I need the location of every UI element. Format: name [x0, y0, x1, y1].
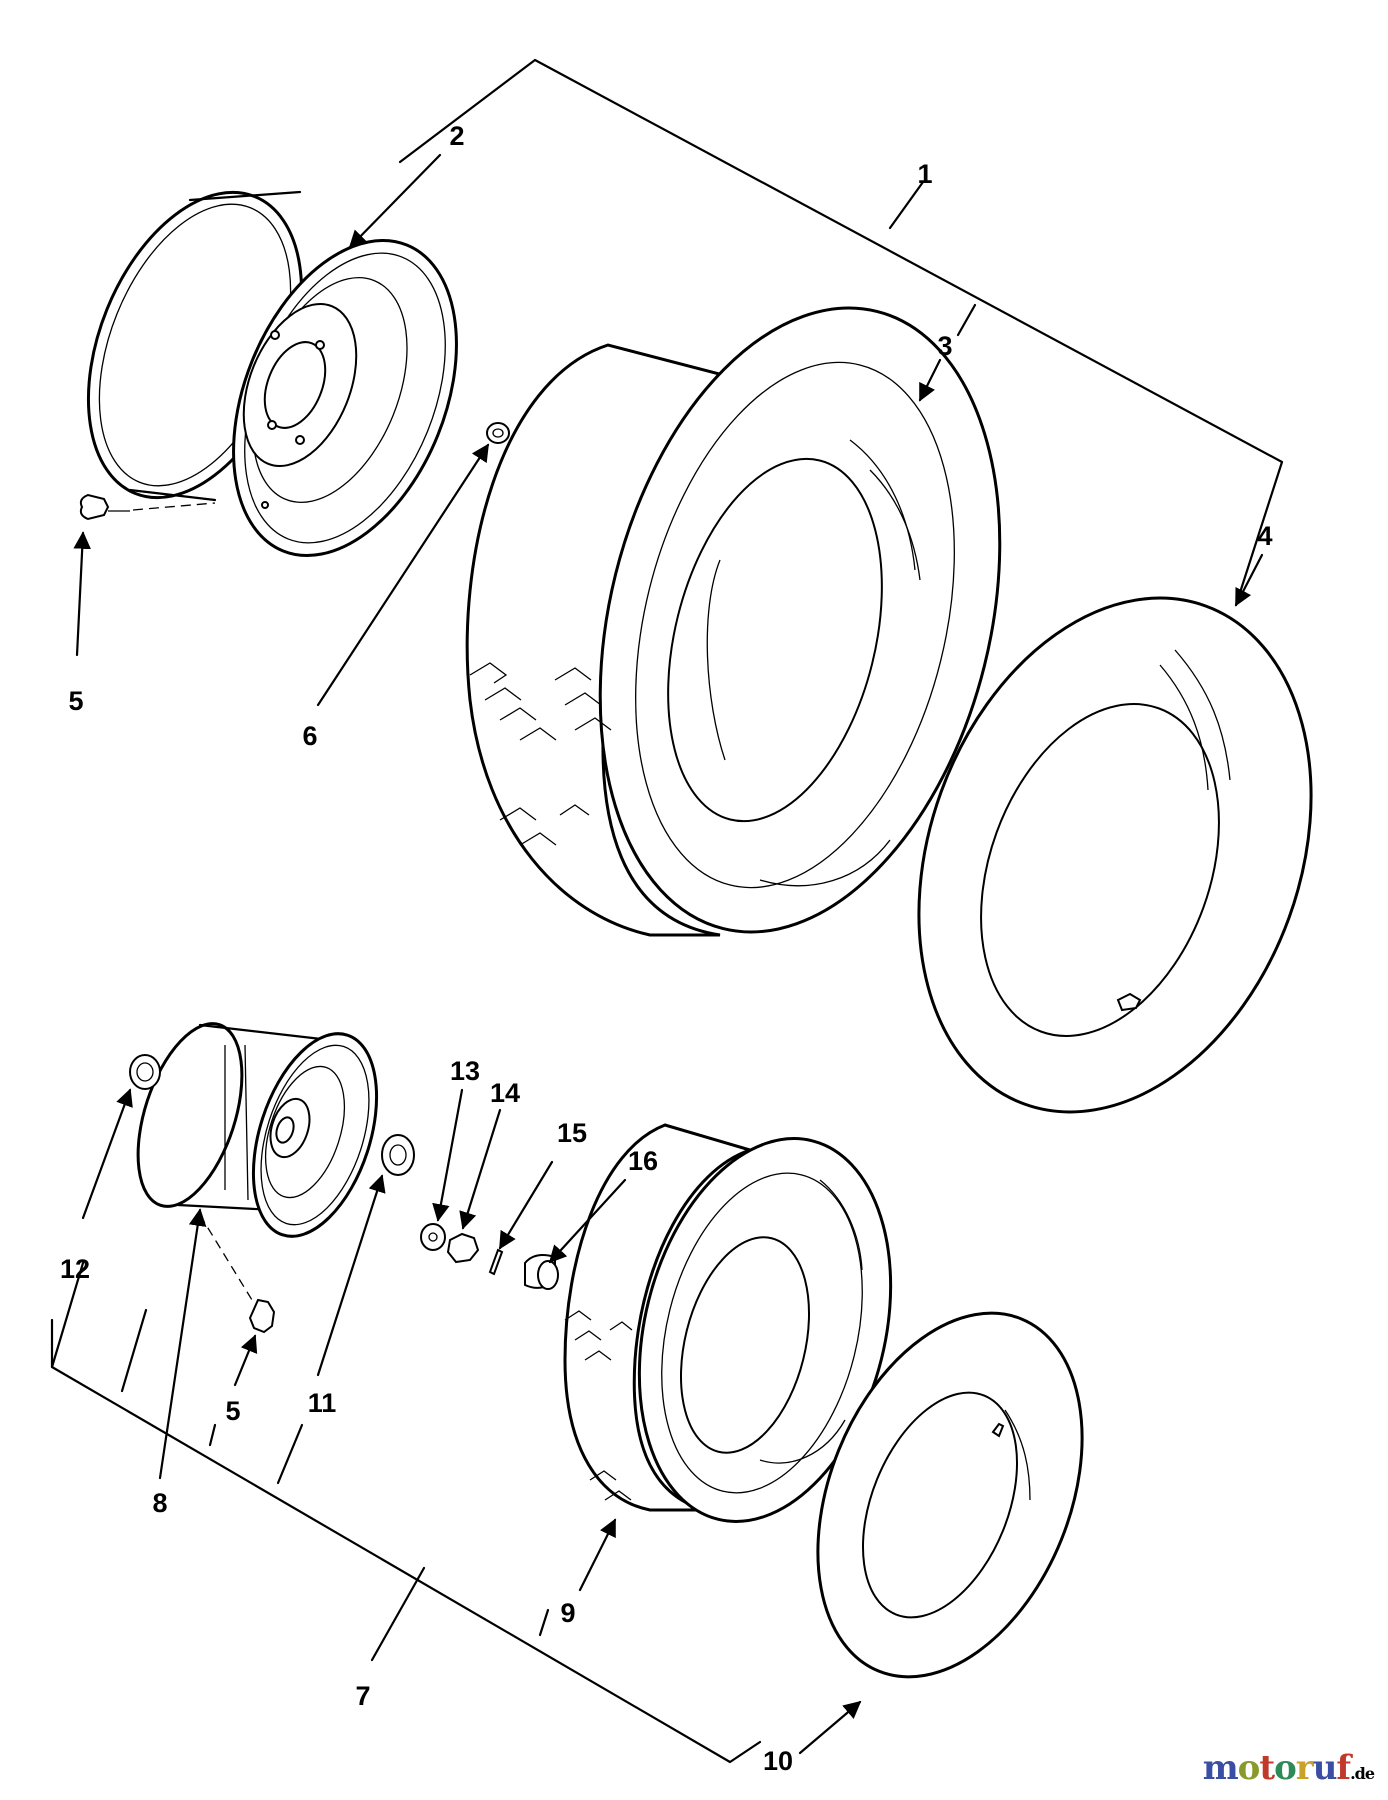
callout-5-upper: 5 [68, 686, 83, 716]
callout-2: 2 [449, 121, 464, 151]
watermark-letter: t [1259, 1748, 1275, 1788]
watermark-logo: motoruf.de [1202, 1748, 1375, 1788]
cotter-pin [488, 1248, 504, 1276]
callout-10: 10 [763, 1746, 793, 1776]
bracket-front-wheel-assembly [398, 58, 1284, 607]
watermark-letter: m [1202, 1748, 1239, 1788]
bracket-rear-wheel-assembly [50, 1261, 762, 1764]
watermark-letter: o [1274, 1748, 1297, 1788]
callout-4: 4 [1257, 521, 1272, 551]
front-rim [86, 190, 458, 558]
rear-tire [563, 1123, 893, 1523]
callout-6: 6 [302, 721, 317, 751]
callout-13: 13 [450, 1056, 480, 1086]
valve-stem-lower [199, 1214, 276, 1334]
watermark-letter: f [1336, 1748, 1351, 1788]
bearing-left [129, 1054, 161, 1090]
castle-nut [446, 1232, 480, 1264]
callout-7: 7 [355, 1681, 370, 1711]
watermark-letter: u [1312, 1748, 1338, 1788]
watermark-letter: r [1295, 1748, 1314, 1788]
callout-15: 15 [557, 1118, 587, 1148]
front-tire [465, 306, 1002, 937]
callout-8: 8 [152, 1488, 167, 1518]
callout-3: 3 [937, 331, 952, 361]
lug-nut [486, 422, 510, 444]
washer [420, 1223, 446, 1251]
callout-5-lower: 5 [225, 1396, 240, 1426]
rear-inner-tube [816, 1311, 1084, 1679]
watermark-suffix: .de [1350, 1764, 1375, 1783]
callout-12: 12 [60, 1254, 90, 1284]
callout-16: 16 [628, 1146, 658, 1176]
valve-stem-upper [79, 493, 216, 521]
watermark-letter: o [1237, 1748, 1261, 1788]
callout-9: 9 [560, 1598, 575, 1628]
callout-labels: 1 2 3 4 5 6 7 8 5 9 10 11 12 13 14 15 16 [60, 121, 1273, 1776]
callout-11: 11 [308, 1388, 337, 1418]
hub-cap [524, 1254, 559, 1290]
front-inner-tube [917, 596, 1313, 1114]
bearing-right [381, 1134, 415, 1176]
callout-1: 1 [917, 159, 932, 189]
leader-arrows [73, 153, 1264, 1755]
rear-rim [136, 1022, 379, 1238]
callout-14: 14 [490, 1078, 520, 1108]
